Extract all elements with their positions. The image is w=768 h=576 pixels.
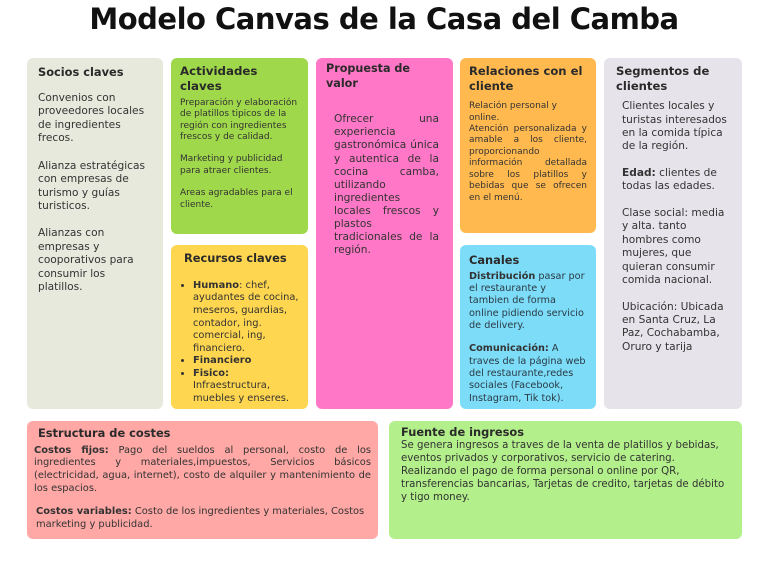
- card-paragraph: Atención personalizada y amable a los cl…: [469, 123, 587, 203]
- card-socios-claves: Socios claves Convenios con proveedores …: [27, 58, 163, 409]
- card-paragraph: Costos variables: Costo de los ingredien…: [36, 506, 365, 530]
- card-heading: Relaciones con el cliente: [469, 64, 583, 94]
- card-paragraph: Edad: clientes de todas las edades.: [622, 166, 717, 193]
- card-heading: Propuesta de valor: [326, 62, 411, 90]
- card-heading: Fuente de ingresos: [401, 425, 525, 439]
- card-heading: Actividades claves: [180, 64, 258, 94]
- card-heading: Socios claves: [38, 65, 124, 79]
- list-item: Financiero: [193, 355, 299, 368]
- card-paragraph: Areas agradables para el cliente.: [180, 188, 293, 210]
- card-propuesta-de-valor: Propuesta de valor Ofrecer una experienc…: [316, 58, 453, 409]
- card-paragraph: Clase social: media y alta. tanto hombre…: [622, 206, 725, 287]
- card-paragraph: Marketing y publicidad para atraer clien…: [180, 154, 283, 176]
- card-segmentos-de-clientes: Segmentos de clientes Clientes locales y…: [604, 58, 742, 409]
- card-paragraph: Alianza estratégicas con empresas de tur…: [38, 159, 145, 212]
- card-paragraph: Realizando el pago de forma personal o o…: [401, 465, 725, 503]
- card-paragraph: Convenios con proveedores locales de ing…: [38, 91, 145, 145]
- card-paragraph: Relación personal y online.: [469, 101, 557, 123]
- card-paragraph: Preparación y elaboración de platillos t…: [180, 97, 298, 142]
- card-paragraph: Alianzas con empresas y cooporativos par…: [38, 227, 134, 294]
- card-fuente-de-ingresos: Fuente de ingresos Se genera ingresos a …: [389, 421, 742, 539]
- card-heading: Segmentos de clientes: [616, 64, 710, 94]
- resource-list: Humano: chef, ayudantes de cocina, meser…: [180, 280, 299, 406]
- card-heading: Canales: [469, 253, 520, 267]
- card-paragraph: Comunicación: A traves de la página web …: [469, 343, 586, 404]
- card-paragraph: Distribución pasar por el restaurante y …: [469, 270, 585, 332]
- card-relaciones-con-el-cliente: Relaciones con el cliente Relación perso…: [460, 58, 596, 233]
- card-heading: Recursos claves: [184, 251, 287, 265]
- card-estructura-de-costes: Estructura de costes Costos fijos: Pago …: [27, 421, 378, 539]
- card-paragraph: Clientes locales y turistas interesados …: [622, 100, 727, 153]
- card-paragraph: Ubicación: Ubicada en Santa Cruz, La Paz…: [622, 300, 724, 353]
- card-recursos-claves: Recursos claves Humano: chef, ayudantes …: [171, 245, 308, 409]
- card-canales: Canales Distribución pasar por el restau…: [460, 245, 596, 409]
- card-paragraph: Se genera ingresos a traves de la venta …: [401, 439, 719, 464]
- card-paragraph: Costos fijos: Pago del sueldos al person…: [34, 444, 371, 494]
- card-paragraph: Ofrecer una experiencia gastronómica úni…: [334, 113, 439, 257]
- list-item: Humano: chef, ayudantes de cocina, meser…: [193, 280, 299, 355]
- card-actividades-claves: Actividades claves Preparación y elabora…: [171, 58, 308, 234]
- card-heading: Estructura de costes: [38, 426, 171, 440]
- list-item: Fisico: Infraestructura, muebles y enser…: [193, 368, 299, 406]
- page-title: Modelo Canvas de la Casa del Camba: [89, 2, 679, 36]
